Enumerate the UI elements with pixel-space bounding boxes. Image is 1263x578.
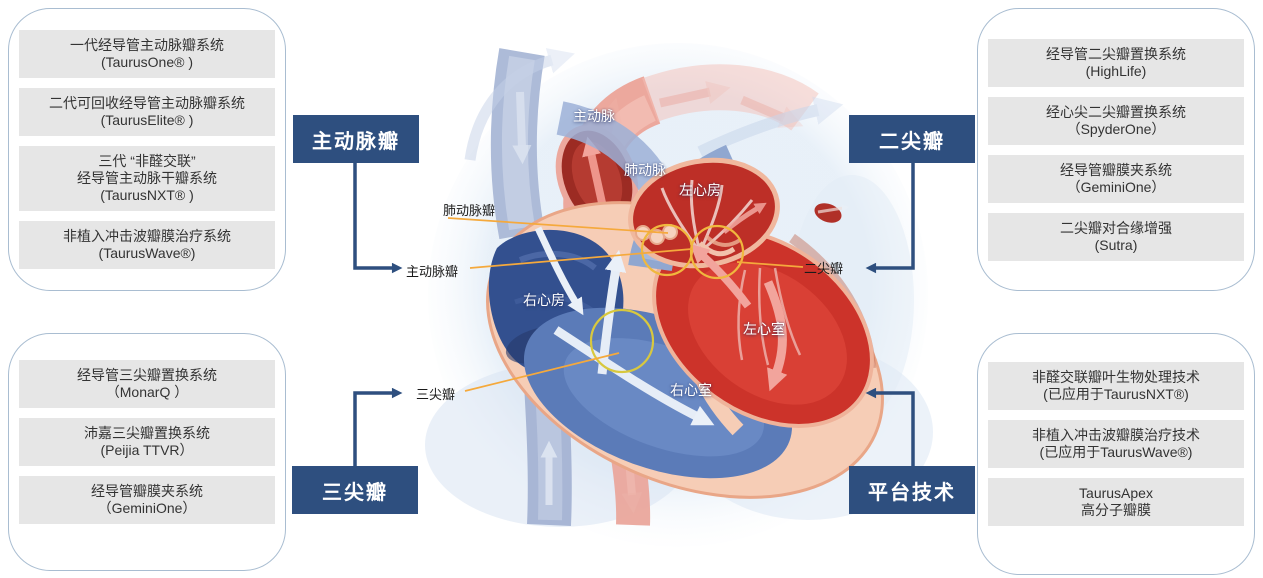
product-line: 二尖瓣对合缘增强 <box>1060 219 1172 236</box>
left-ventricle <box>652 228 874 428</box>
product-item: 一代经导管主动脉瓣系统 (TaurusOne® ) <box>19 30 275 78</box>
product-line: 经导管瓣膜夹系统 <box>91 483 203 499</box>
product-line: 非植入冲击波瓣膜治疗系统 <box>63 228 231 244</box>
product-item: 经导管三尖瓣置换系统 （MonarQ ） <box>19 360 275 408</box>
label-pulmonary-valve: 肺动脉瓣 <box>443 203 496 218</box>
label-left-ventricle: 左心室 <box>743 321 785 337</box>
product-line: 经心尖二尖瓣置换系统 <box>1046 103 1186 120</box>
product-line: 经导管主动脉干瓣系统 <box>77 170 217 186</box>
product-line: 非醛交联瓣叶生物处理技术 <box>1032 369 1200 385</box>
product-item: TaurusApex 高分子瓣膜 <box>988 478 1244 526</box>
label-tricuspid-valve: 三尖瓣 <box>416 387 456 402</box>
product-line: 一代经导管主动脉瓣系统 <box>70 37 224 53</box>
panel-platform-tech: 非醛交联瓣叶生物处理技术 (已应用于TaurusNXT®) 非植入冲击波瓣膜治疗… <box>977 333 1255 575</box>
product-item: 非植入冲击波瓣膜治疗系统 (TaurusWave®) <box>19 221 275 269</box>
product-line: 非植入冲击波瓣膜治疗技术 <box>1032 427 1200 443</box>
label-mitral-valve: 二尖瓣 <box>804 261 844 276</box>
product-item: 经导管瓣膜夹系统 （GeminiOne） <box>988 154 1244 203</box>
tag-aortic-valve: 主动脉瓣 <box>293 115 419 163</box>
panel-aortic-valve: 一代经导管主动脉瓣系统 (TaurusOne® ) 二代可回收经导管主动脉瓣系统… <box>8 8 286 291</box>
product-line: （SpyderOne） <box>1066 120 1166 137</box>
product-line: 三代 “非醛交联” <box>98 153 196 169</box>
valve-leader-lines <box>447 217 804 392</box>
product-item: 非醛交联瓣叶生物处理技术 (已应用于TaurusNXT®) <box>988 362 1244 410</box>
product-line: (已应用于TaurusWave®) <box>1039 444 1193 460</box>
product-line: (TaurusWave®) <box>98 245 196 261</box>
product-item: 三代 “非醛交联” 经导管主动脉干瓣系统 (TaurusNXT® ) <box>19 146 275 211</box>
product-line: 高分子瓣膜 <box>1081 502 1151 518</box>
product-line: (Peijia TTVR） <box>100 442 194 458</box>
product-line: （GeminiOne） <box>1066 178 1166 195</box>
product-item: 二尖瓣对合缘增强 (Sutra) <box>988 212 1244 261</box>
connector-tricuspid <box>353 387 403 466</box>
product-line: (TaurusElite® ) <box>100 112 194 128</box>
panel-tricuspid-valve: 经导管三尖瓣置换系统 （MonarQ ） 沛嘉三尖瓣置换系统 (Peijia T… <box>8 333 286 571</box>
product-line: 沛嘉三尖瓣置换系统 <box>84 425 210 441</box>
tag-connectors <box>353 163 915 466</box>
product-line: （GeminiOne） <box>97 500 197 516</box>
product-line: (HighLife) <box>1085 62 1147 79</box>
product-item: 经导管二尖瓣置换系统 (HighLife) <box>988 38 1244 87</box>
label-aorta: 主动脉 <box>573 108 615 124</box>
product-line: (TaurusOne® ) <box>100 54 193 70</box>
product-item: 经心尖二尖瓣置换系统 （SpyderOne） <box>988 96 1244 145</box>
product-line: 经导管二尖瓣置换系统 <box>1046 45 1186 62</box>
connector-mitral <box>865 163 915 274</box>
product-line: 经导管三尖瓣置换系统 <box>77 367 217 383</box>
product-line: (Sutra) <box>1094 236 1138 253</box>
product-line: (TaurusNXT® ) <box>100 187 194 203</box>
label-aortic-valve: 主动脉瓣 <box>406 264 459 279</box>
product-line: 二代可回收经导管主动脉瓣系统 <box>49 95 245 111</box>
label-left-atrium: 左心房 <box>679 182 721 198</box>
product-item: 沛嘉三尖瓣置换系统 (Peijia TTVR） <box>19 418 275 466</box>
product-line: (已应用于TaurusNXT®) <box>1043 386 1189 402</box>
tag-tricuspid-valve: 三尖瓣 <box>292 466 418 514</box>
panel-mitral-valve: 经导管二尖瓣置换系统 (HighLife) 经心尖二尖瓣置换系统 （Spyder… <box>977 8 1255 291</box>
product-line: 经导管瓣膜夹系统 <box>1060 161 1172 178</box>
product-item: 经导管瓣膜夹系统 （GeminiOne） <box>19 476 275 524</box>
product-item: 非植入冲击波瓣膜治疗技术 (已应用于TaurusWave®) <box>988 420 1244 468</box>
product-item: 二代可回收经导管主动脉瓣系统 (TaurusElite® ) <box>19 88 275 136</box>
label-right-ventricle: 右心室 <box>670 382 712 398</box>
label-pulmonary-artery: 肺动脉 <box>624 162 666 178</box>
label-right-atrium: 右心房 <box>523 292 565 308</box>
tag-mitral-valve: 二尖瓣 <box>849 115 975 163</box>
connector-aortic <box>353 163 403 274</box>
connector-platform <box>865 387 915 466</box>
product-line: TaurusApex <box>1079 485 1153 501</box>
product-line: （MonarQ ） <box>105 384 189 400</box>
valve-highlight-circles <box>589 223 745 374</box>
tag-platform-tech: 平台技术 <box>849 466 975 514</box>
